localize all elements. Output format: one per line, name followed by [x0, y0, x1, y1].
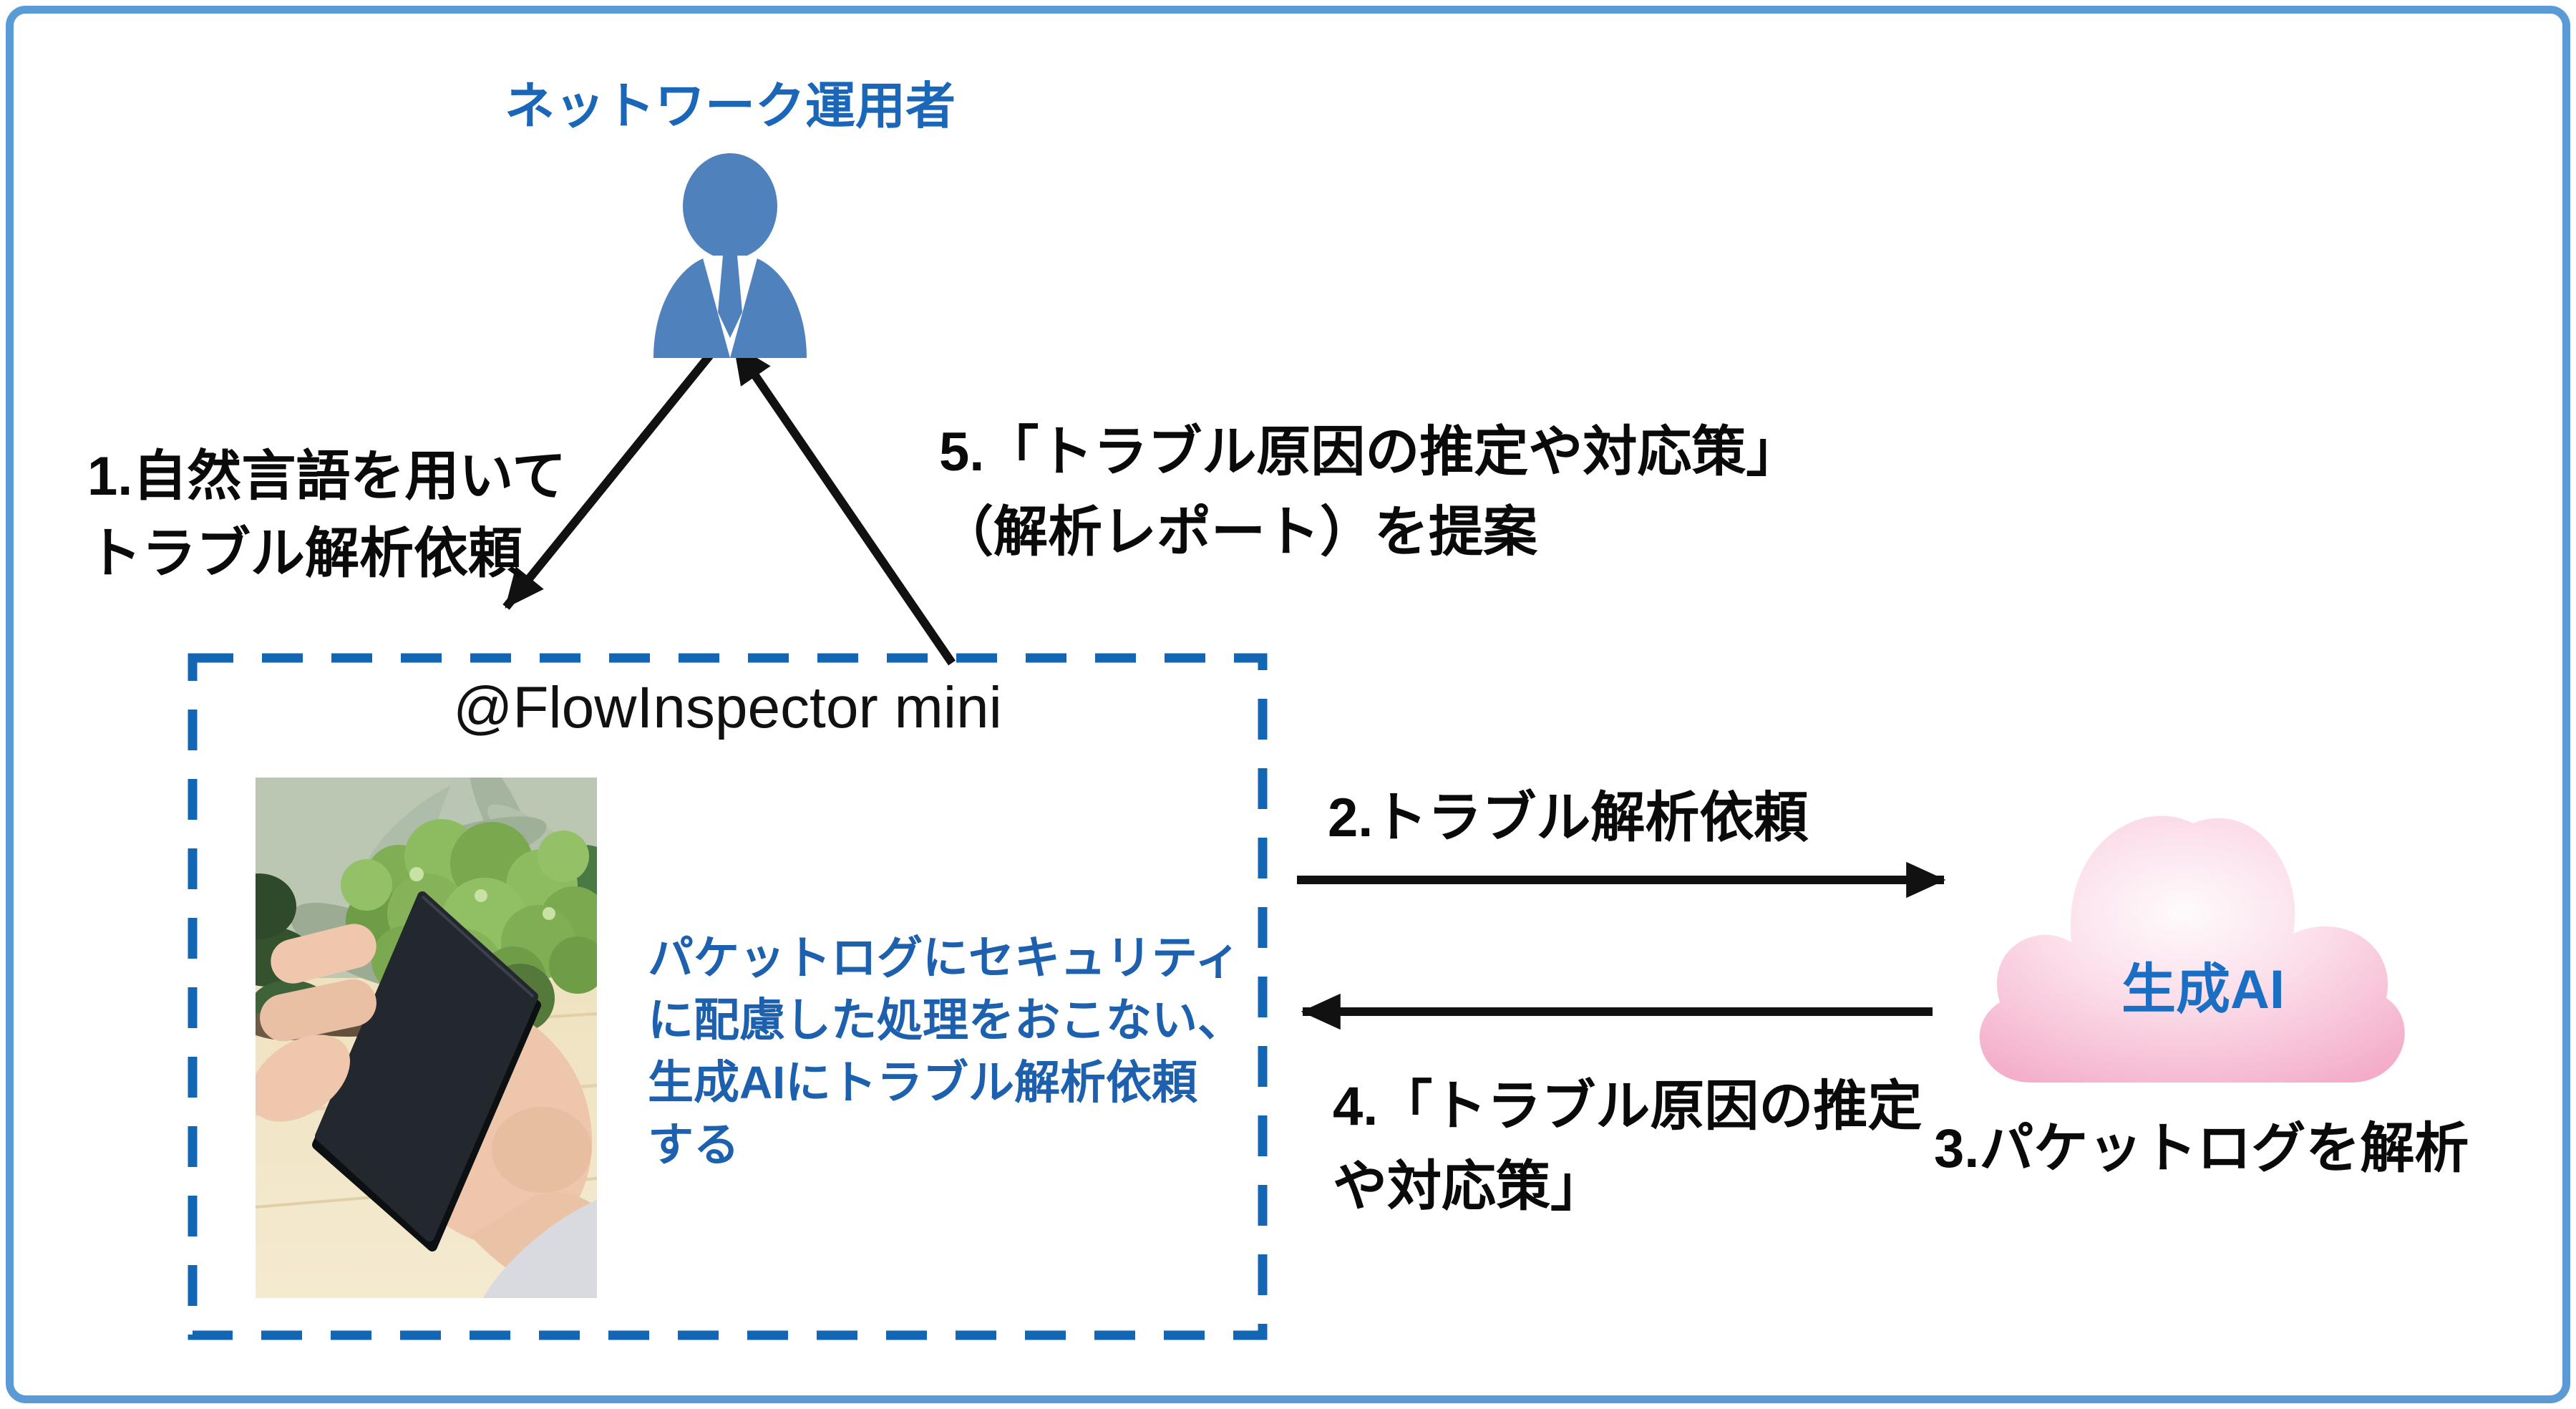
arrow-step1-operator-to-device — [502, 334, 729, 610]
cloud-shape — [1979, 815, 2405, 1083]
device-photo — [256, 778, 597, 1298]
step4-line2: や対応策」 — [1333, 1156, 1605, 1217]
cloud-label: 生成AI — [2121, 959, 2285, 1020]
device-box-description: パケットログにセキュリティ に配慮した処理をおこない、 生成AIにトラブル解析依… — [648, 927, 1270, 1176]
hand-holding-device-illustration — [256, 778, 597, 1298]
device-desc-line1: パケットログにセキュリティ — [648, 932, 1241, 984]
device-desc-line2: に配慮した処理をおこない、 — [648, 994, 1243, 1046]
device-box-title: @FlowInspector mini — [453, 675, 1002, 740]
person-icon — [653, 153, 807, 358]
step5-line1: 5.「トラブル原因の推定や対応策」 — [939, 422, 1801, 483]
step3-label: 3.パケットログを解析 — [1934, 1118, 2469, 1179]
step1-line2: トラブル解析依頼 — [87, 523, 523, 584]
step4-line1: 4.「トラブル原因の推定 — [1333, 1076, 1923, 1137]
step5-label: 5.「トラブル原因の推定や対応策」 （解析レポート）を提案 — [939, 412, 1800, 573]
step2-label: 2.トラブル解析依頼 — [1328, 788, 1809, 848]
device-desc-line4: する — [648, 1119, 739, 1171]
device-desc-line3: 生成AIにトラブル解析依頼 — [648, 1057, 1197, 1108]
step4-label: 4.「トラブル原因の推定 や対応策」 — [1333, 1067, 1922, 1227]
flowinspector-dashed-box — [188, 653, 1268, 1340]
tie-shape — [718, 256, 742, 338]
step1-label: 1.自然言語を用いて トラブル解析依頼 — [87, 438, 566, 593]
step1-line1: 1.自然言語を用いて — [87, 446, 567, 507]
fingers — [256, 924, 376, 1122]
operator-label: ネットワーク運用者 — [505, 78, 956, 134]
arrow-step5-device-to-operator — [731, 342, 956, 666]
step5-line2: （解析レポート）を提案 — [939, 502, 1537, 563]
black-device — [312, 891, 541, 1251]
